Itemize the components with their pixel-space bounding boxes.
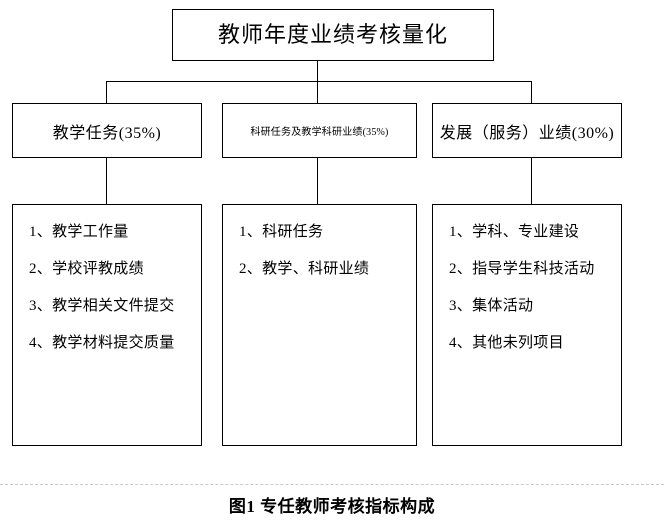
node-list-3: 1、学科、专业建设 2、指导学生科技活动 3、集体活动 4、其他未列项目: [432, 204, 622, 446]
list-item: 4、其他未列项目: [449, 335, 564, 351]
list-item: 1、学科、专业建设: [449, 224, 580, 240]
list-item: 3、教学相关文件提交: [29, 298, 175, 314]
list-branch-1: 1、教学工作量 2、学校评教成绩 3、教学相关文件提交 4、教学材料提交质量: [13, 223, 201, 352]
list-item: 2、指导学生科技活动: [449, 261, 595, 277]
connector-root-stem: [317, 61, 318, 82]
list-branch-3: 1、学科、专业建设 2、指导学生科技活动 3、集体活动 4、其他未列项目: [433, 223, 621, 352]
list-item: 3、集体活动: [449, 298, 534, 314]
node-branch-3: 发展（服务）业绩(30%): [432, 103, 622, 158]
horizontal-divider: [0, 484, 664, 485]
node-branch-2: 科研任务及教学科研业绩(35%): [222, 103, 417, 158]
node-root-label: 教师年度业绩考核量化: [217, 21, 448, 47]
node-branch-3-label: 发展（服务）业绩(30%): [439, 124, 615, 142]
connector-branch-2-to-list: [317, 158, 318, 204]
node-branch-2-label: 科研任务及教学科研业绩(35%): [250, 127, 389, 138]
connector-drop-branch-1: [106, 81, 107, 103]
list-branch-2: 1、科研任务 2、教学、科研业绩: [223, 223, 416, 278]
list-item: 1、教学工作量: [29, 224, 129, 240]
list-item: 2、学校评教成绩: [29, 261, 144, 277]
node-list-1: 1、教学工作量 2、学校评教成绩 3、教学相关文件提交 4、教学材料提交质量: [12, 204, 202, 446]
connector-drop-branch-3: [531, 81, 532, 103]
node-list-2: 1、科研任务 2、教学、科研业绩: [222, 204, 417, 446]
connector-drop-branch-2: [317, 81, 318, 103]
figure-caption: 图1 专任教师考核指标构成: [228, 497, 436, 516]
list-item: 4、教学材料提交质量: [29, 335, 175, 351]
node-branch-1-label: 教学任务(35%): [52, 124, 162, 142]
list-item: 2、教学、科研业绩: [239, 261, 370, 277]
connector-branch-1-to-list: [106, 158, 107, 204]
connector-horizontal-bus: [106, 81, 532, 82]
org-chart-diagram: 教师年度业绩考核量化 教学任务(35%) 科研任务及教学科研业绩(35%) 发展…: [12, 9, 622, 446]
connector-branch-3-to-list: [531, 158, 532, 204]
list-item: 1、科研任务: [239, 224, 324, 240]
node-branch-1: 教学任务(35%): [12, 103, 202, 158]
node-root: 教师年度业绩考核量化: [172, 9, 494, 61]
